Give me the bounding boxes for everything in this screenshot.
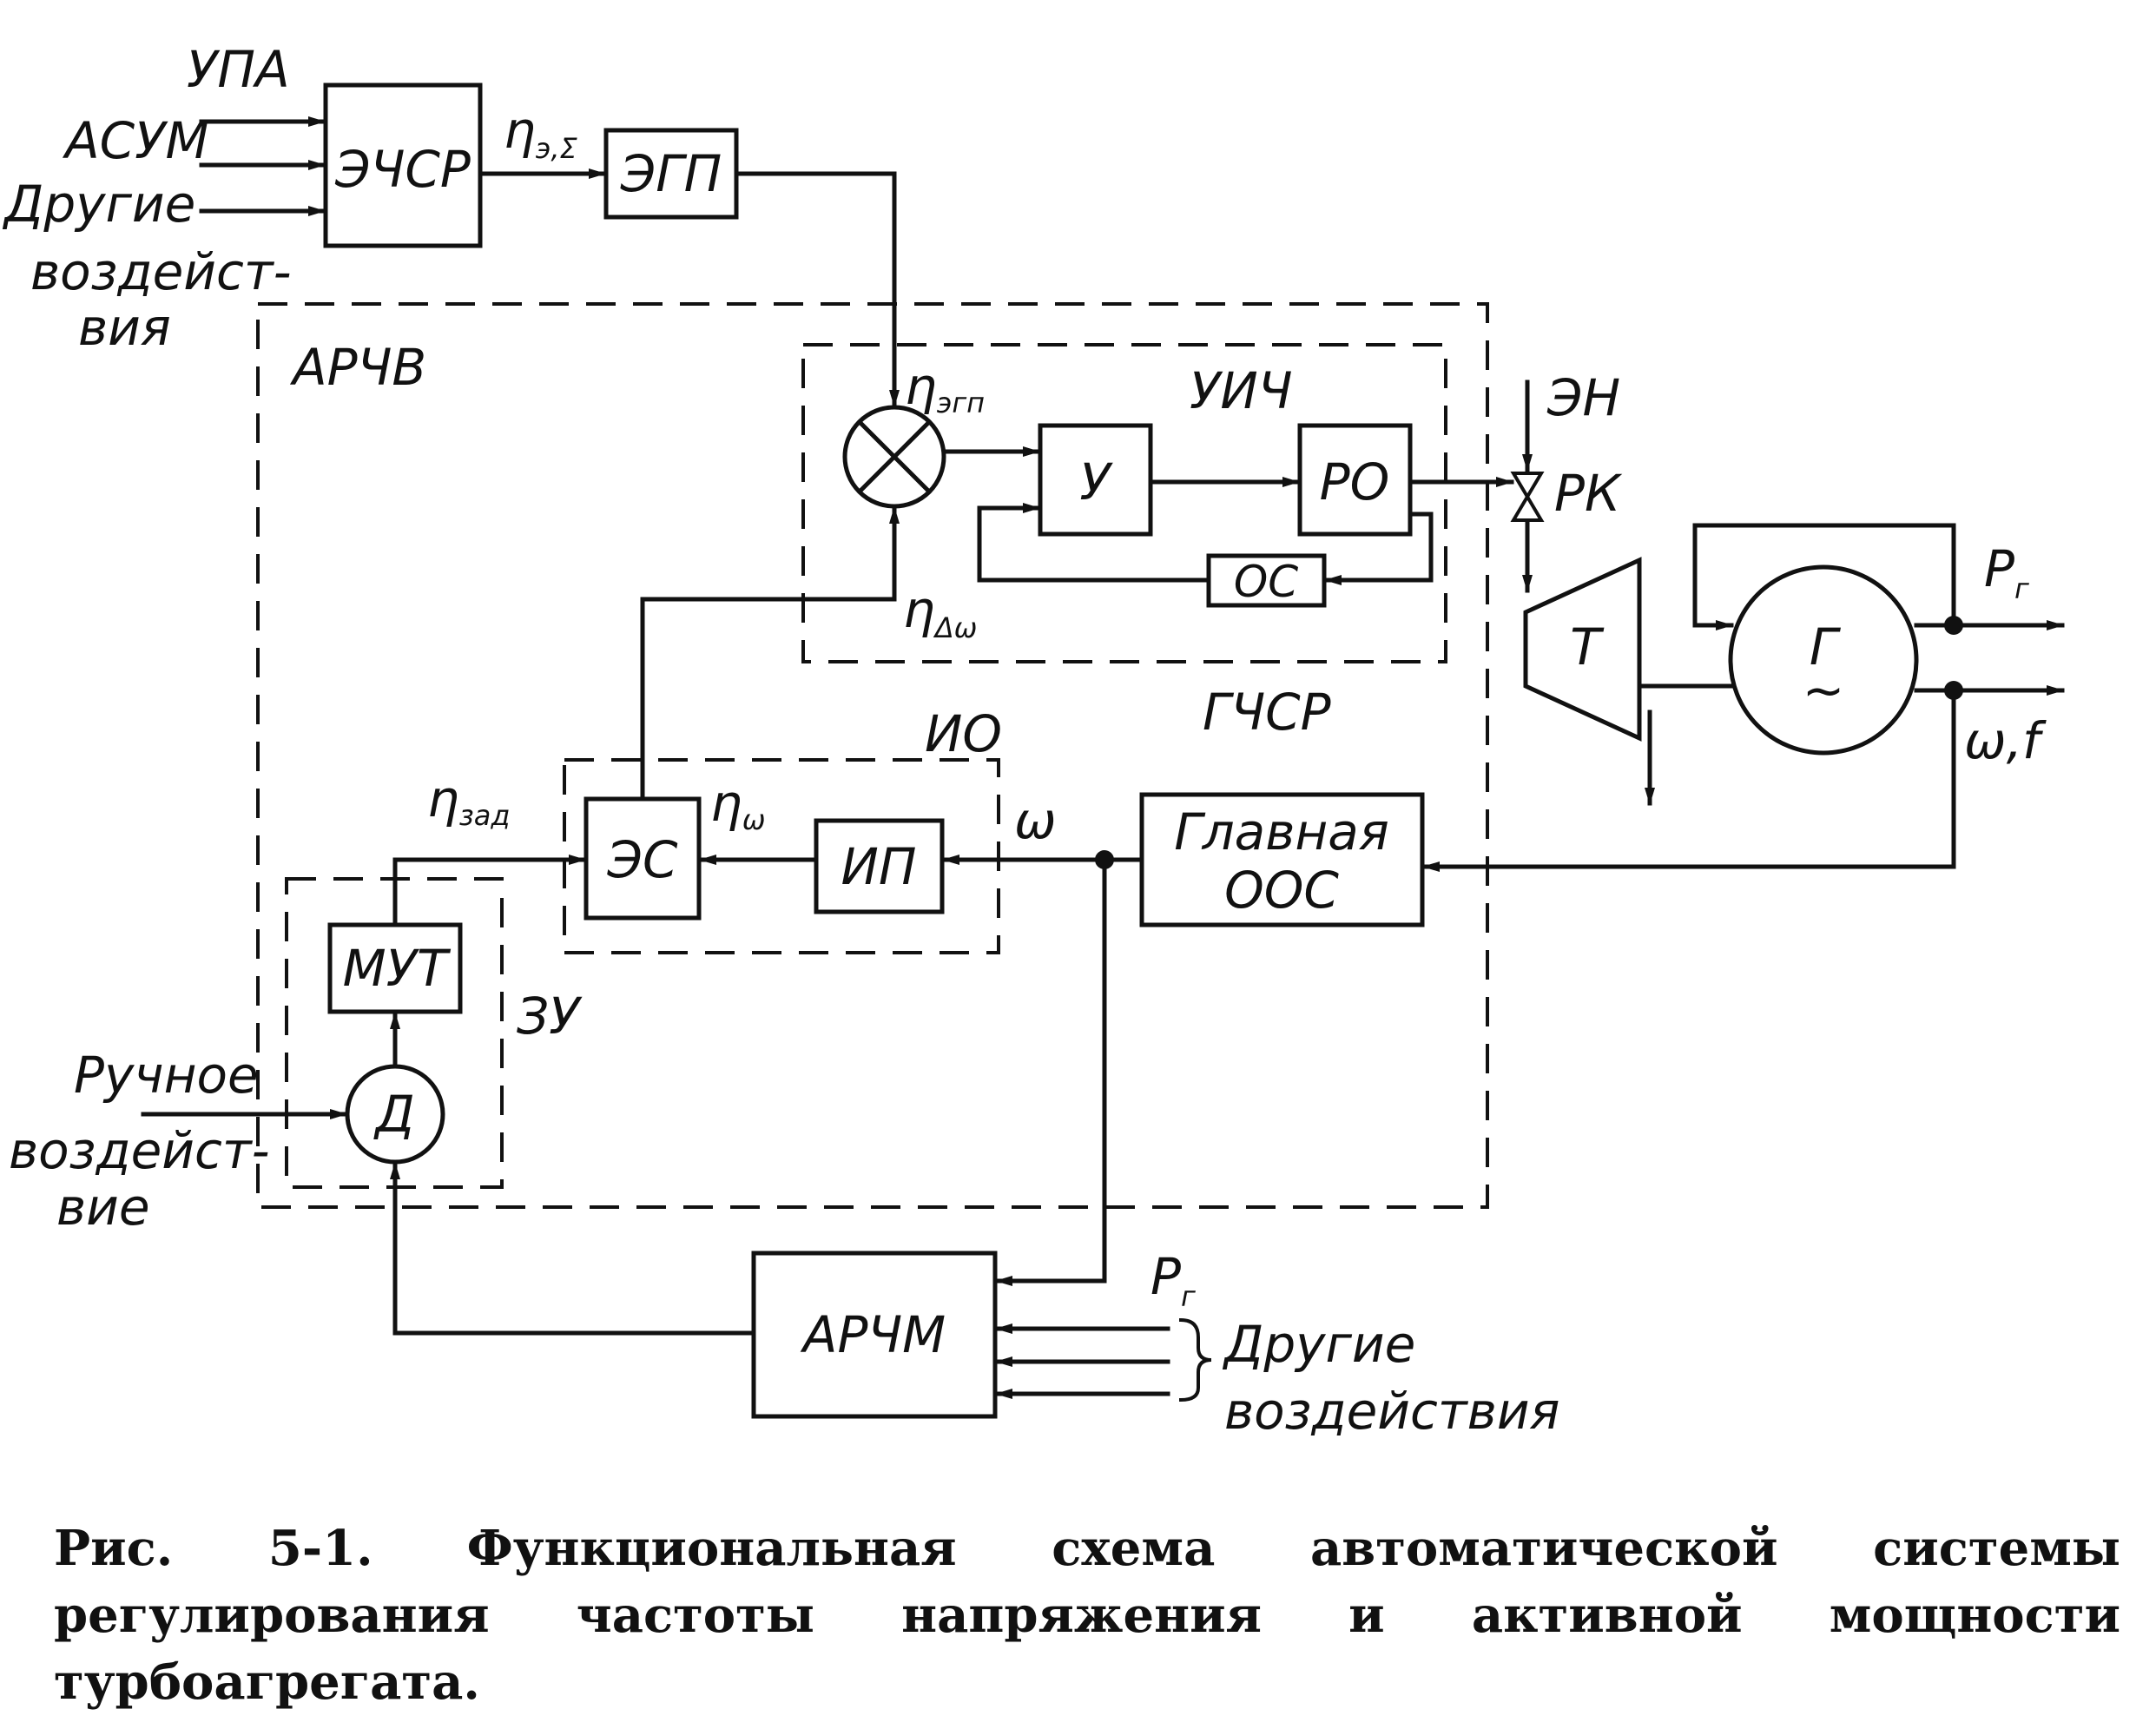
signal-omega-f: ω,f <box>1964 711 2047 770</box>
wire-archm-d <box>390 1161 756 1336</box>
u-block <box>1038 423 1153 537</box>
glav-oos-block <box>1139 792 1425 927</box>
label-io: ИО <box>925 704 1002 763</box>
wire-mut-es <box>392 855 587 927</box>
label-other-3: вия <box>78 298 171 357</box>
egp-block <box>603 128 739 220</box>
label-archm-other-2: воздействия <box>1224 1382 1559 1441</box>
label-archm-other-1: Другие <box>1222 1315 1415 1374</box>
archm-label: АРЧМ <box>800 1305 946 1364</box>
functional-diagram: ЭЧСР ЭГП У РО ОС ЭС ИП Главная ООС МУТ Д… <box>2 40 2065 1441</box>
echsr-label: ЭЧСР <box>334 140 471 199</box>
generator-symbol: ~ <box>1803 661 1845 720</box>
wire-ro-os <box>1323 512 1434 585</box>
echsr-block <box>323 82 483 248</box>
os-label: ОС <box>1234 557 1298 607</box>
es-label: ЭС <box>607 830 678 889</box>
uich-frame <box>801 343 1447 663</box>
summator-cross-b <box>856 419 933 495</box>
label-manual-1: Ручное <box>74 1046 259 1105</box>
wire-feedback <box>1421 688 1956 872</box>
ro-label: РО <box>1320 452 1390 512</box>
turbine-label: Т <box>1570 617 1605 676</box>
es-block <box>584 796 702 921</box>
signal-eta-dw: ηΔω <box>903 580 977 644</box>
label-en: ЭН <box>1546 368 1620 427</box>
label-upa: УПА <box>187 40 290 99</box>
label-manual-3: вие <box>56 1178 150 1237</box>
label-other-2: воздейст- <box>30 242 292 301</box>
brace <box>1178 1317 1212 1402</box>
signal-eta-w: ηω <box>710 774 766 836</box>
archm-block <box>751 1251 998 1419</box>
label-asum: АСУМ <box>62 111 209 170</box>
archv-frame <box>256 302 1489 1209</box>
caption-label: Рис. 5-1. <box>54 1520 373 1577</box>
label-manual-2: воздейст- <box>9 1121 270 1180</box>
signal-eta-sigma: ηэ,Σ <box>504 101 578 165</box>
io-frame <box>563 758 1000 954</box>
signal-pg-in: Pг <box>1151 1247 1196 1313</box>
glav-oos-label-2: ООС <box>1224 861 1339 920</box>
wire-os-u <box>977 503 1211 583</box>
signal-pg-out: Pг <box>1984 539 2029 605</box>
generator-label: Г <box>1810 617 1842 676</box>
wire-omega-archm <box>994 857 1107 1286</box>
label-archv: АРЧВ <box>289 338 426 397</box>
turbine <box>1523 557 1642 742</box>
label-zu: ЗУ <box>517 987 583 1046</box>
glav-oos-label-1: Главная <box>1174 802 1388 861</box>
valve-top <box>1510 472 1545 500</box>
wire-egp-summator <box>734 171 900 408</box>
label-uich: УИЧ <box>1190 361 1293 420</box>
u-label: У <box>1079 452 1113 512</box>
signal-omega: ω <box>1014 791 1057 850</box>
generator <box>1728 564 1919 756</box>
ip-block <box>814 818 945 914</box>
ip-label: ИП <box>841 837 917 896</box>
d-label: Д <box>373 1085 414 1144</box>
label-rk: РК <box>1554 464 1623 523</box>
egp-label: ЭГП <box>620 144 722 203</box>
node-pg <box>1944 616 1963 635</box>
caption-text: Функциональная схема автоматической сист… <box>54 1520 2120 1711</box>
label-gchsr: ГЧСР <box>1203 683 1331 742</box>
valve-bottom <box>1510 493 1545 522</box>
wire-excitation <box>1692 523 1956 630</box>
mut-block <box>327 922 463 1014</box>
mut-label: МУТ <box>343 939 452 998</box>
label-other-1: Другие <box>2 175 195 234</box>
wire-es-summator <box>640 505 900 802</box>
signal-eta-egp: ηэгп <box>905 357 985 419</box>
ro-block <box>1297 423 1413 537</box>
signal-eta-zad: ηзад <box>427 769 511 832</box>
figure-caption: Рис. 5-1. Функциональная схема автоматич… <box>54 1515 2120 1716</box>
